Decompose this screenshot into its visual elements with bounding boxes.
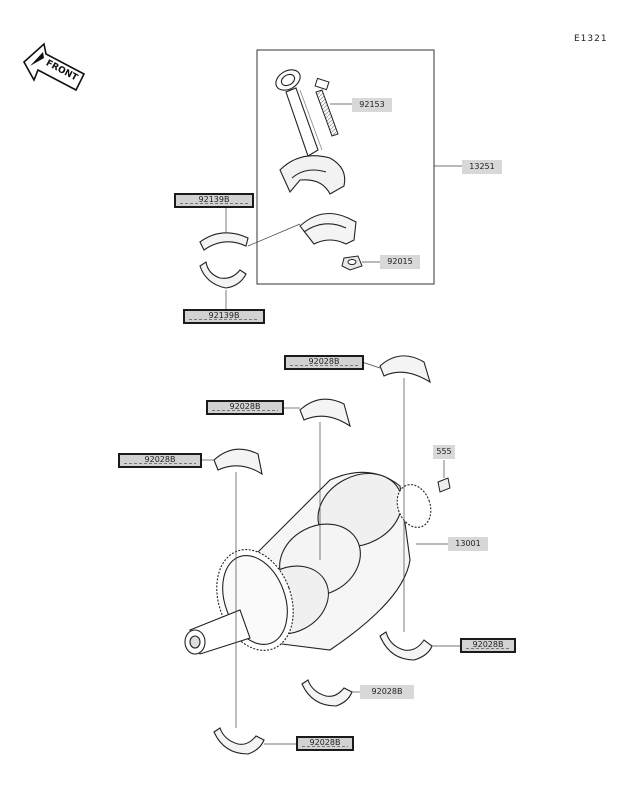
label-rule <box>189 319 259 320</box>
part-label-upper-conrod-bearing[interactable]: 92139B <box>174 193 254 208</box>
label-rule <box>302 746 348 747</box>
part-label-conrod-assembly[interactable]: 13251 <box>462 160 502 174</box>
part-number: 92139B <box>198 195 230 204</box>
leader-lines <box>202 103 462 745</box>
conrod-bolt <box>314 77 339 137</box>
part-number: 92015 <box>387 257 413 266</box>
label-rule <box>466 648 510 649</box>
main-bearing-shell-lower-mid <box>301 679 353 707</box>
part-number: 92153 <box>359 100 385 109</box>
part-label-main-bearing-upper-mid[interactable]: 92028B <box>206 400 284 415</box>
conrod-nut <box>341 255 363 271</box>
conrod-assembly-frame <box>256 49 435 285</box>
conrod-bearing-upper <box>199 232 249 251</box>
connecting-rod <box>275 69 346 195</box>
conrod-bearing-lower <box>199 261 247 289</box>
part-number: 92028B <box>144 455 176 464</box>
part-label-lower-conrod-bearing[interactable]: 92139B <box>183 309 265 324</box>
page-code: E1321 <box>574 34 608 44</box>
main-bearing-shell-upper-mid <box>299 398 351 428</box>
part-number: 92028B <box>472 640 504 649</box>
crankshaft <box>184 471 432 655</box>
label-rule <box>212 410 278 411</box>
crankshaft-key <box>437 477 451 493</box>
part-number: 13251 <box>469 162 495 171</box>
part-label-crankshaft[interactable]: 13001 <box>448 537 488 551</box>
part-label-key[interactable]: 555 <box>433 445 455 459</box>
label-rule <box>180 203 248 204</box>
part-number: 92028B <box>308 357 340 366</box>
part-label-nut[interactable]: 92015 <box>380 255 420 269</box>
label-rule <box>290 365 358 366</box>
main-bearing-shell-upper-left <box>213 448 263 476</box>
label-rule <box>124 463 196 464</box>
main-bearing-shell-lower-right <box>379 631 433 661</box>
part-number: 92028B <box>229 402 261 411</box>
part-number: 13001 <box>455 539 481 548</box>
main-bearing-shell-top-right <box>379 355 431 384</box>
part-number: 92139B <box>208 311 240 320</box>
part-label-main-bearing-upper-left[interactable]: 92028B <box>118 453 202 468</box>
part-number: 92028B <box>309 738 341 747</box>
main-bearing-shell-lower-left <box>213 727 265 755</box>
part-number: 555 <box>436 447 452 456</box>
part-label-main-bearing-lower-mid[interactable]: 92028B <box>360 685 414 699</box>
part-number: 92028B <box>371 687 403 696</box>
conrod-cap <box>299 212 357 245</box>
part-label-main-bearing-lower-right[interactable]: 92028B <box>460 638 516 653</box>
part-label-main-bearing-lower-left[interactable]: 92028B <box>296 736 354 751</box>
part-label-main-bearing-top-right[interactable]: 92028B <box>284 355 364 370</box>
part-label-bolt[interactable]: 92153 <box>352 98 392 112</box>
front-arrow-icon: FRONT <box>22 42 86 92</box>
